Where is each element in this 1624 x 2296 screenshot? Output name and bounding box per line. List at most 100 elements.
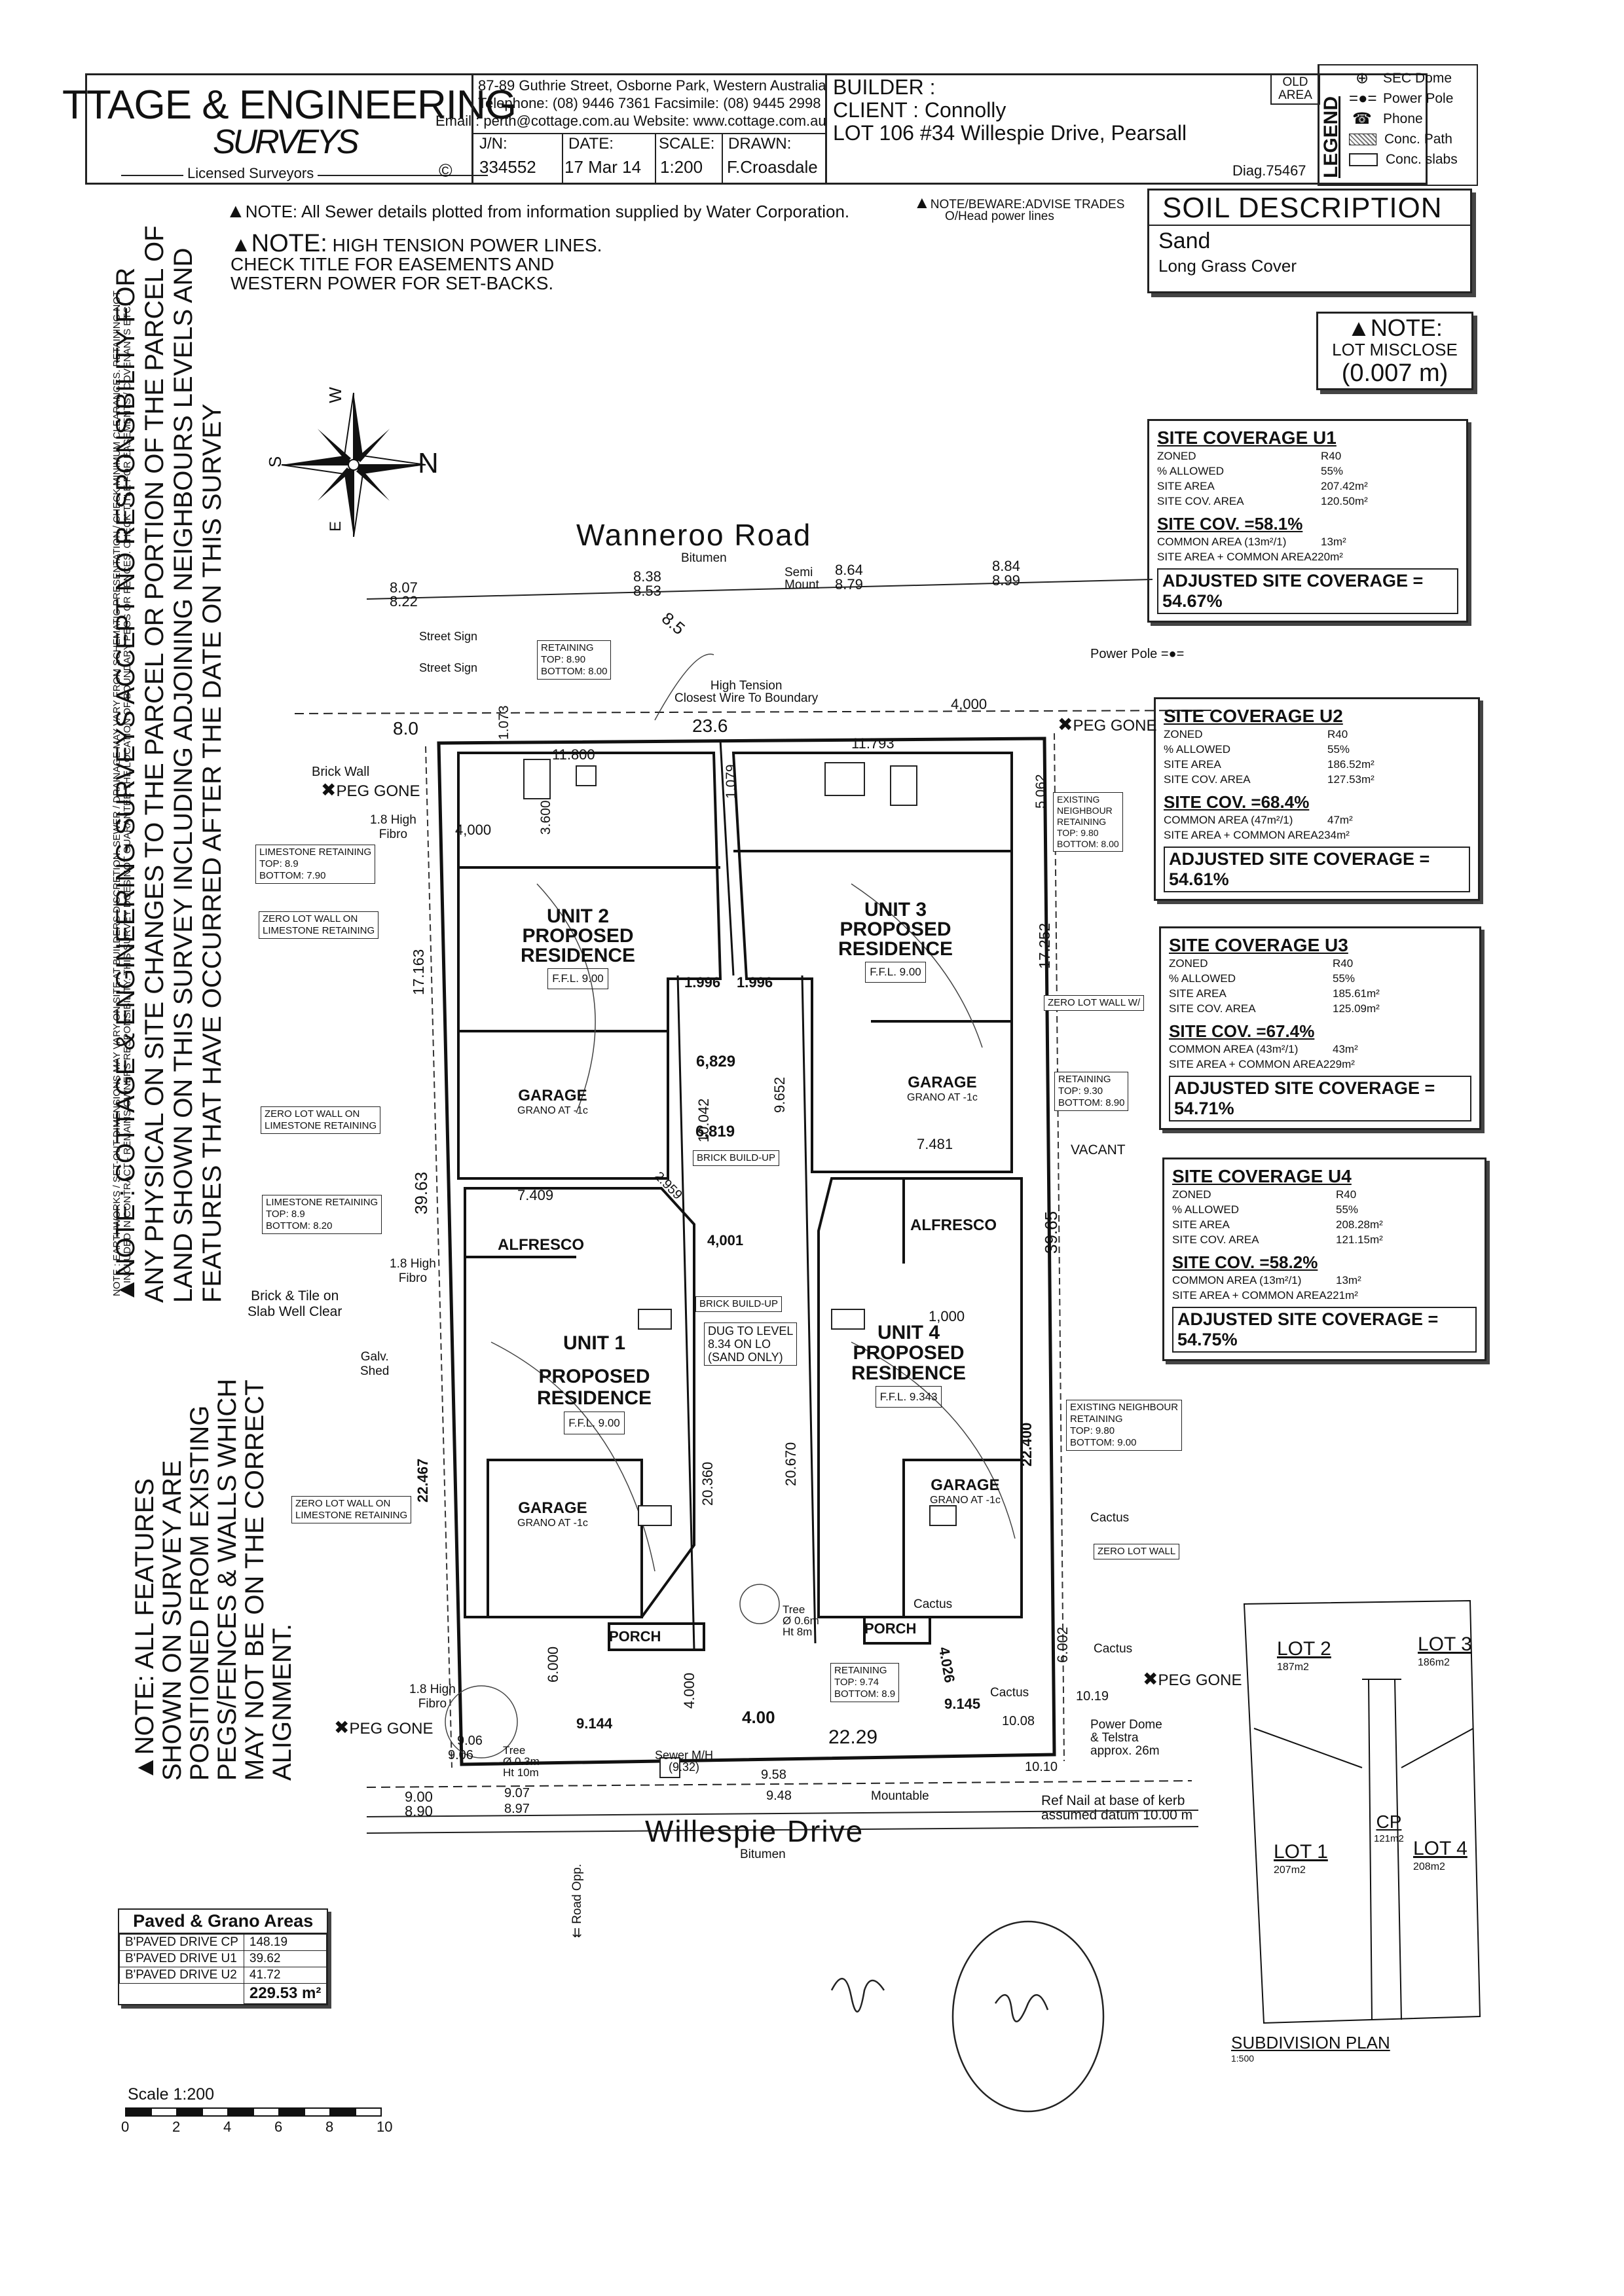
date-label: DATE: bbox=[568, 135, 614, 153]
scale-value: 1:200 bbox=[660, 157, 703, 177]
dim-4001: 4,001 bbox=[707, 1232, 744, 1248]
alfresco-unit-1: ALFRESCO bbox=[498, 1236, 584, 1254]
dim-879: 8.79 bbox=[835, 576, 863, 592]
dim-1073: 1.073 bbox=[496, 705, 511, 740]
dim-3963: 39.63 bbox=[411, 1171, 431, 1214]
legend-phone: ☎Phone bbox=[1349, 109, 1458, 129]
dim-884: 8.84 bbox=[992, 558, 1020, 574]
coverage-title: SITE COVERAGE U4 bbox=[1172, 1166, 1352, 1186]
misclose-title: ▲NOTE: bbox=[1347, 314, 1443, 341]
dim-1010: 10.10 bbox=[1025, 1760, 1058, 1774]
porch-unit-1: PORCH bbox=[609, 1628, 661, 1645]
site-plus-common-row: SITE AREA + COMMON AREA234m² bbox=[1164, 829, 1350, 841]
dim-3965: 39.65 bbox=[1041, 1211, 1061, 1254]
dim-4000-drive: 4.000 bbox=[681, 1672, 697, 1709]
legend-list: ⊕SEC Dome =●=Power Pole ☎Phone Conc. Pat… bbox=[1349, 68, 1458, 170]
power-pole-icon: =●= bbox=[1349, 89, 1377, 107]
subdivision-title: SUBDIVISION PLAN bbox=[1231, 2033, 1390, 2052]
subdivision-scale: 1:500 bbox=[1231, 2053, 1255, 2064]
drawn-label: DRAWN: bbox=[728, 135, 792, 153]
title-divider-1 bbox=[471, 73, 473, 185]
old-area-stamp: OLD AREA bbox=[1270, 73, 1320, 105]
beware-note: ▲NOTE/BEWARE:ADVISE TRADES O/Head power … bbox=[913, 192, 1125, 223]
dim-6002: 6.002 bbox=[1054, 1626, 1071, 1663]
scale-tick-label: 4 bbox=[223, 2119, 232, 2135]
dim-4000-top: 4,000 bbox=[951, 696, 987, 712]
street-sign-label-1: Street Sign bbox=[419, 630, 478, 643]
dim-807: 8.07 bbox=[390, 579, 418, 596]
warning-icon: ▲ bbox=[226, 200, 246, 222]
dim-1996-right: 1.996 bbox=[737, 974, 773, 991]
dim-822: 8.22 bbox=[390, 593, 418, 610]
dim-900: 9.00 bbox=[405, 1789, 433, 1805]
coverage-title: SITE COVERAGE U3 bbox=[1169, 935, 1348, 955]
dim-1079: 1.079 bbox=[724, 764, 739, 799]
wanneroo-road-label: Wanneroo Road bbox=[576, 518, 812, 552]
legend-conc-slabs: Conc. slabs bbox=[1349, 149, 1458, 170]
common-area-row: COMMON AREA (47m²/1)47m² bbox=[1164, 814, 1353, 826]
copyright-mark: © bbox=[439, 160, 452, 181]
cactus-label-2: Cactus bbox=[913, 1597, 953, 1611]
sewer-note: ▲NOTE: All Sewer details plotted from in… bbox=[226, 200, 850, 222]
builder-label: BUILDER : bbox=[833, 75, 936, 99]
zero-lot-wall-label: ZERO LOT WALL bbox=[1094, 1544, 1180, 1559]
common-area-row: COMMON AREA (43m²/1)43m² bbox=[1169, 1043, 1358, 1055]
warning-icon: ▲ bbox=[913, 192, 931, 212]
dim-1019: 10.19 bbox=[1076, 1689, 1109, 1704]
dim-906b: 9.06 bbox=[448, 1748, 473, 1762]
scale-label: SCALE: bbox=[659, 135, 715, 153]
dim-4000-unit2: 4,000 bbox=[455, 822, 492, 838]
adjusted-coverage: ADJUSTED SITE COVERAGE = 54.67% bbox=[1157, 568, 1458, 614]
dim-9144: 9.144 bbox=[576, 1715, 613, 1732]
soil-type: Sand bbox=[1158, 228, 1211, 253]
lot-boundary bbox=[437, 737, 1056, 1766]
dim-6000: 6.000 bbox=[545, 1646, 561, 1683]
legend-sec-dome: ⊕SEC Dome bbox=[1349, 68, 1458, 88]
mountable-kerb-label: Mountable bbox=[871, 1789, 929, 1803]
adjusted-coverage: ADJUSTED SITE COVERAGE = 54.75% bbox=[1172, 1307, 1477, 1353]
dim-20360: 20.360 bbox=[699, 1461, 716, 1506]
paved-total-row: 229.53 m² bbox=[120, 1983, 327, 2004]
sewer-manhole-label: Sewer M/H(9.32) bbox=[655, 1749, 714, 1774]
soil-cover: Long Grass Cover bbox=[1158, 256, 1297, 276]
company-name: TTAGE & ENGINEERING bbox=[62, 82, 517, 128]
dim-1008: 10.08 bbox=[1002, 1714, 1035, 1728]
dim-1000: 1,000 bbox=[929, 1308, 965, 1324]
wanneroo-road-surface: Bitumen bbox=[681, 551, 727, 565]
company-email: Email : perth@cottage.com.au Website: ww… bbox=[435, 113, 826, 129]
dim-906: 9.06 bbox=[457, 1734, 483, 1748]
dim-4-00: 4.00 bbox=[742, 1707, 775, 1727]
porch-unit-4: PORCH bbox=[864, 1620, 917, 1637]
arrow-down-icon: ⇇ bbox=[570, 1927, 584, 1938]
legend-power-pole: =●=Power Pole bbox=[1349, 89, 1454, 107]
